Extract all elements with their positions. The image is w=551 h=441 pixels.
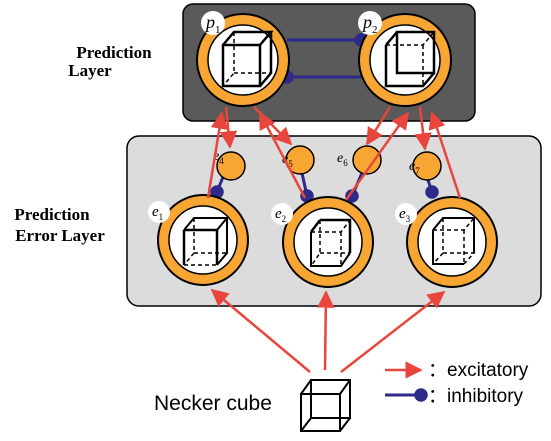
prediction-layer-label-line1: Prediction (76, 43, 152, 62)
cube-icon-e3 (432, 217, 476, 265)
legend-inhibitory-label: ：inhibitory (428, 386, 524, 407)
node-p2: p2 (358, 11, 452, 107)
node-e3: e3 (395, 196, 498, 288)
legend: ：excitatory ：inhibitory (385, 360, 529, 407)
node-e4: e4 (213, 149, 246, 181)
node-e3-label: e3 (399, 206, 411, 224)
prediction-layer-label-line2: Layer (68, 61, 112, 80)
node-e7-label: e7 (409, 159, 420, 176)
cube-icon-p1 (221, 30, 274, 88)
prediction-error-layer-label-line2: Error Layer (15, 226, 105, 245)
node-e6-label: e6 (337, 151, 348, 168)
legend-excitatory-label: ：excitatory (428, 360, 529, 381)
node-e1-label: e1 (152, 204, 163, 222)
excitatory-links (206, 106, 462, 373)
node-e6: e6 (337, 145, 382, 175)
node-p2-label: p2 (361, 12, 378, 36)
necker-cube-icon (300, 379, 351, 432)
prediction-error-layer-label-line1: Prediction (14, 205, 90, 224)
node-p1: p1 (196, 11, 290, 107)
node-e2: e2 (271, 196, 374, 288)
necker-cube-label: Necker cube (154, 392, 272, 415)
cube-icon-e2 (310, 218, 352, 267)
cube-icon-e1 (182, 217, 230, 266)
node-e1: e1 (148, 194, 249, 286)
node-e4-label: e4 (213, 149, 224, 166)
node-e2-label: e2 (275, 206, 286, 224)
node-e7: e7 (409, 151, 442, 181)
inhibitory-links-p (280, 33, 368, 84)
cube-icon-p2 (384, 30, 436, 88)
node-p1-label: p1 (204, 12, 221, 36)
